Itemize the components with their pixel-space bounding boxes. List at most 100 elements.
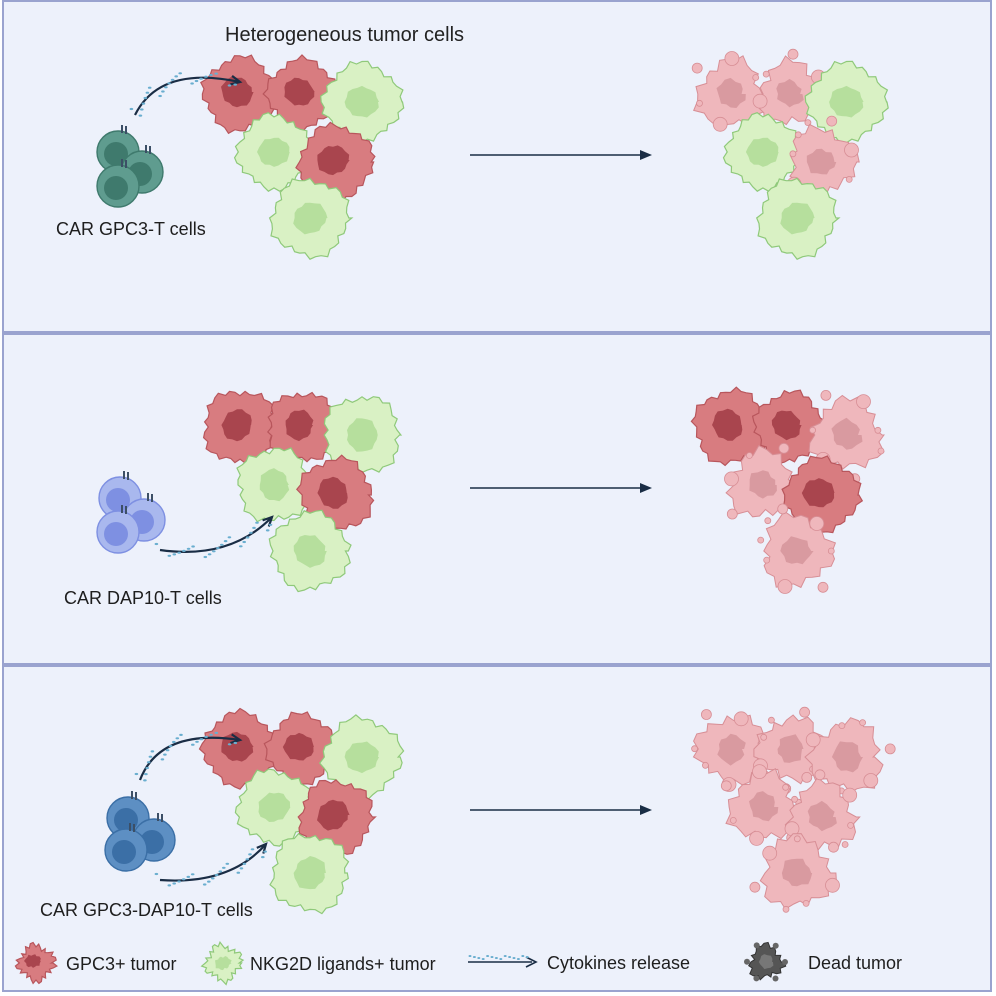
cytokine-dot xyxy=(179,733,183,737)
legend-cytokine-dot xyxy=(477,957,481,959)
cytokine-dot xyxy=(144,773,148,776)
cytokine-dot xyxy=(145,91,150,94)
tumor-after-0-3-nucleus xyxy=(745,137,779,167)
tumor-after-1-2-bleb xyxy=(856,394,871,410)
tumor-after-1-2-bleb xyxy=(809,426,816,434)
tumor-after-1-3-bleb xyxy=(724,471,739,487)
tumor-after-1-5-bleb xyxy=(777,503,789,515)
tcell-nucleus-2-2 xyxy=(112,840,136,864)
legend-cytokine-dot xyxy=(486,955,490,957)
tumor-after-1-3-bleb xyxy=(726,508,738,520)
legend-dead-icon-bleb xyxy=(753,975,760,982)
tumor-after-2-3-bleb xyxy=(720,780,732,792)
cytokine-dot xyxy=(195,740,199,743)
legend-cytokine-dot xyxy=(512,957,516,959)
tumor-after-0-4-bleb xyxy=(789,150,797,158)
tumor-before-2-3-nucleus xyxy=(258,792,291,822)
cytokine-dot xyxy=(204,75,208,78)
cytokine-dot xyxy=(172,740,176,744)
tumor-before-0-4-nucleus xyxy=(317,145,350,176)
tumor-before-0-5-nucleus xyxy=(293,202,328,235)
tumor-after-2-2-bleb xyxy=(863,773,879,788)
cytokine-dot xyxy=(218,870,223,873)
cytokine-dot xyxy=(143,96,148,100)
cytokine-dot xyxy=(186,547,191,550)
cytokine-arrow-2-bottom-head xyxy=(256,842,268,854)
cytokine-dot xyxy=(160,758,165,761)
tumor-after-2-2-nucleus xyxy=(831,741,863,773)
tumor-after-0-5-nucleus xyxy=(780,202,815,235)
legend-dead-icon-bleb xyxy=(782,959,788,965)
cytokine-dot xyxy=(212,550,216,553)
tumor-before-1-1-nucleus xyxy=(285,409,314,442)
tumor-after-1-5-bleb xyxy=(757,536,765,544)
tumor-after-1-5-bleb xyxy=(777,579,793,594)
tumor-after-2-0-nucleus xyxy=(717,733,746,766)
tumor-after-1-0-nucleus xyxy=(712,408,743,441)
legend-cytokine-dot xyxy=(499,958,503,960)
tumor-after-1-5-nucleus xyxy=(780,536,814,565)
cytokine-dot xyxy=(242,862,247,866)
cytokine-dot xyxy=(204,735,208,739)
legend-cytokine-dot xyxy=(503,955,507,957)
tumor-after-1-5-bleb xyxy=(817,581,829,593)
cytokine-dot xyxy=(227,743,232,746)
cytokine-arrow-2-top-head xyxy=(230,733,243,745)
tumor-after-2-1-bleb xyxy=(799,706,810,718)
tcell-nucleus-2-0 xyxy=(114,808,138,832)
cytokine-dot xyxy=(186,875,191,879)
tumor-after-1-5-bleb xyxy=(763,556,771,564)
result-arrow-head-1 xyxy=(640,483,652,493)
legend-dead-icon-nucleus xyxy=(758,954,774,970)
tumor-after-2-4-bleb xyxy=(814,769,826,781)
tumor-after-0-4-nucleus xyxy=(806,148,837,175)
cytokine-dot xyxy=(249,531,253,534)
cytokine-dot xyxy=(242,540,246,544)
cytokine-dot xyxy=(148,755,153,758)
cytokine-dot xyxy=(209,73,213,77)
legend-cytokine-dot xyxy=(490,956,494,958)
tumor-after-2-1-bleb xyxy=(760,733,768,741)
tumor-after-1-4-nucleus xyxy=(801,478,835,508)
tumor-after-0-4-bleb xyxy=(826,115,838,127)
legend-nkg2d-tumor: NKG2D ligands+ tumor xyxy=(250,954,436,974)
legend-cytokine-dot xyxy=(516,958,520,960)
tumor-after-2-2-bleb xyxy=(859,719,866,726)
cytokine-dot xyxy=(233,741,238,745)
tumor-after-2-3-bleb xyxy=(782,783,789,791)
cytokine-dot xyxy=(209,733,213,736)
cytokine-dot xyxy=(167,884,172,887)
cytokine-dot xyxy=(265,529,270,532)
car-receptor-icon xyxy=(157,813,163,822)
cytokine-dot xyxy=(178,72,182,75)
car-receptor-icon xyxy=(121,125,127,134)
car-receptor-icon xyxy=(145,145,151,154)
tumor-before-0-3-nucleus xyxy=(257,137,290,167)
cytokine-dot xyxy=(203,555,208,559)
tumor-after-1-2-bleb xyxy=(874,426,882,434)
tumor-after-0-1-bleb xyxy=(752,93,768,109)
tumor-before-2-1-nucleus xyxy=(282,732,314,761)
tumor-after-2-3-bleb xyxy=(752,764,767,779)
cytokine-dot xyxy=(261,856,265,859)
legend-nkg2d-icon-nucleus xyxy=(215,956,232,971)
tumor-after-0-4-bleb xyxy=(794,131,802,139)
legend-dead-icon-bleb xyxy=(772,975,779,982)
label-car-gpc3-dap10-t-cells: CAR GPC3-DAP10-T cells xyxy=(40,900,253,920)
cytokine-dot xyxy=(245,536,250,539)
cytokine-dot xyxy=(170,78,175,81)
tumor-before-1-3-nucleus xyxy=(259,468,290,502)
cytokine-dot xyxy=(191,545,195,548)
car-receptor-icon xyxy=(147,493,153,502)
legend-cytokine-dot xyxy=(481,958,485,960)
cytokine-dot xyxy=(161,90,165,93)
legend-cytokine-dot xyxy=(472,956,476,958)
cytokine-dot xyxy=(146,761,151,764)
cytokine-dot xyxy=(158,94,162,98)
tumor-before-1-2-nucleus xyxy=(347,418,378,452)
tumor-after-1-3-bleb xyxy=(746,452,753,459)
tumor-after-1-2-bleb xyxy=(877,447,885,455)
cytokine-dot xyxy=(138,114,143,117)
legend-cytokine-dot xyxy=(494,957,498,959)
tumor-after-2-5-bleb xyxy=(762,845,778,861)
